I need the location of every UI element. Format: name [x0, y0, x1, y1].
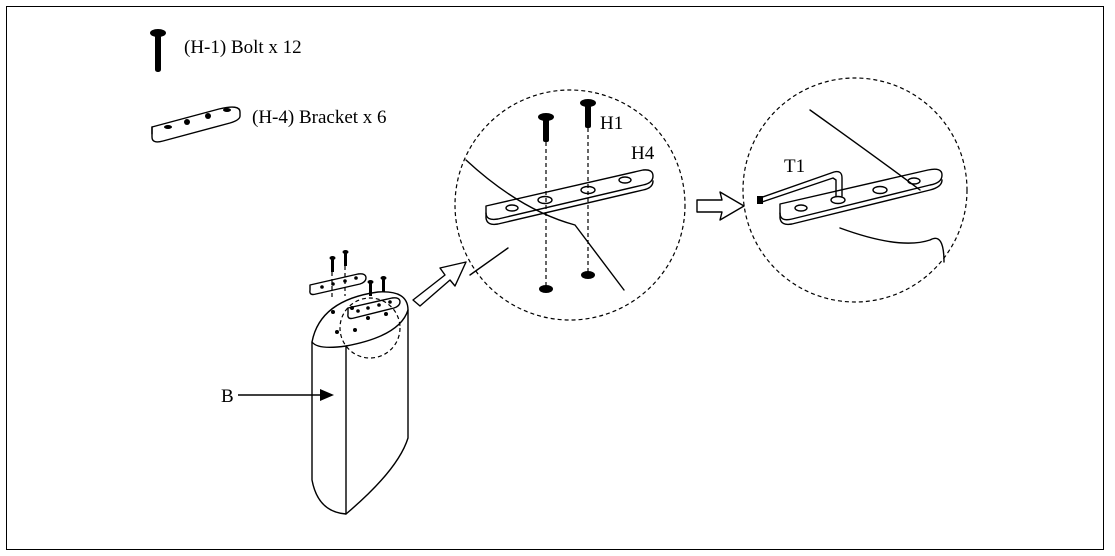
hex-key-icon	[757, 170, 843, 204]
label-base: B	[221, 386, 234, 407]
diagram-frame	[6, 6, 1104, 550]
detail-circle-small	[339, 297, 401, 359]
leg-bolts	[329, 250, 387, 300]
leg-bracket-left	[309, 273, 367, 296]
arrow-icon	[412, 261, 467, 307]
detail-circle-bolting	[454, 89, 686, 321]
detail-circle-tightening	[742, 77, 968, 303]
legend-bolt: (H-1) Bolt x 12	[184, 37, 302, 58]
label-bolt: H1	[600, 113, 623, 134]
bolt-icon	[150, 29, 166, 72]
legend-bracket: (H-4) Bracket x 6	[252, 107, 387, 128]
arrow-icon	[238, 389, 334, 401]
arrow-icon	[696, 191, 745, 221]
label-bracket: H4	[631, 143, 655, 164]
bracket-icon	[151, 106, 241, 143]
label-tool: T1	[784, 156, 805, 177]
base-leg	[311, 291, 409, 515]
leg-bracket-right	[347, 297, 401, 320]
